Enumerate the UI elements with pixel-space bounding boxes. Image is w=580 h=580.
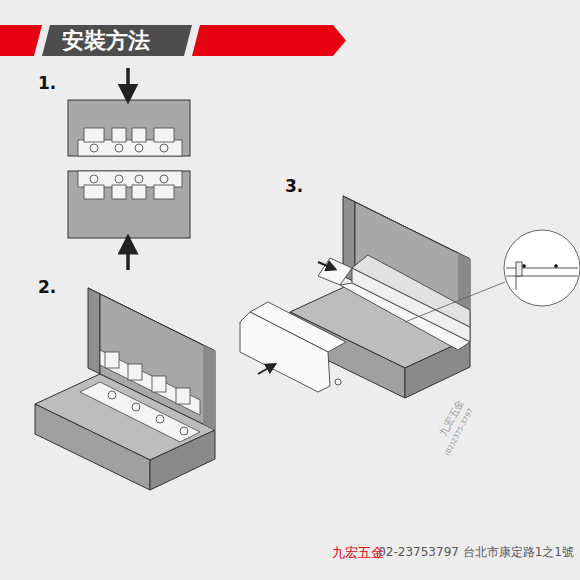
step2-bracket [80, 350, 200, 442]
step-number: 3. [285, 176, 303, 196]
step-number: 2. [38, 277, 56, 297]
step1-figure [68, 68, 190, 270]
step-number: 1. [38, 73, 56, 93]
footer-brand: 九宏五金 [332, 545, 384, 561]
step3-cover [240, 230, 580, 392]
header-band [0, 25, 346, 56]
heading: 安裝方法 [62, 27, 150, 55]
wood-block [35, 288, 215, 490]
footer-contact: 02-23753797 台北市康定路1之1號 [378, 545, 574, 559]
